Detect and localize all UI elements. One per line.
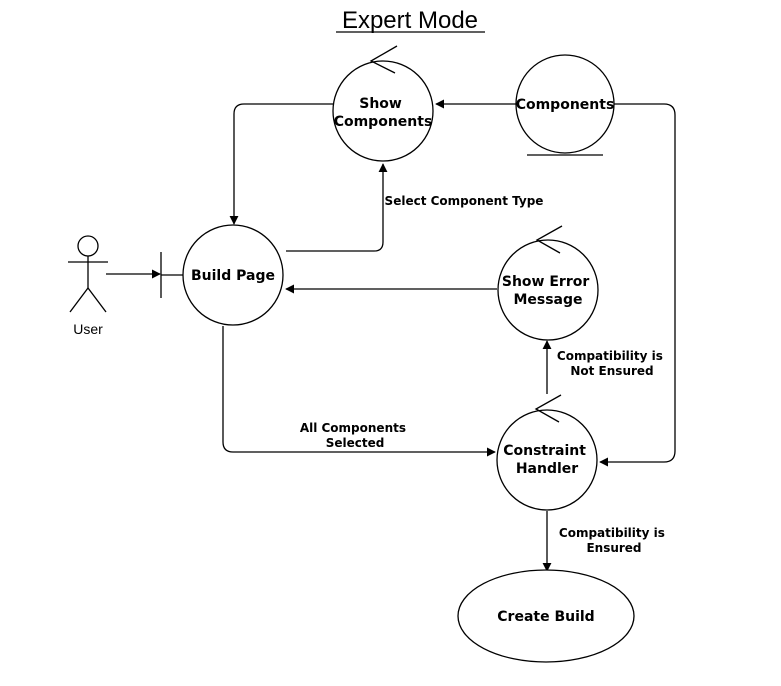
user-actor-icon bbox=[68, 235, 108, 313]
actor-label-user: User bbox=[73, 321, 103, 337]
node-label-line: Components bbox=[516, 97, 615, 113]
edge-show-components-to-build-page bbox=[229, 103, 334, 225]
node-label-line: Components bbox=[334, 114, 433, 130]
control-arrow-icon bbox=[535, 225, 563, 254]
edge-label-select-component-type: Select Component Type bbox=[385, 194, 544, 208]
edge-build-page-to-constraint-handler bbox=[222, 326, 496, 457]
node-constraint-handler: Constraint Handler bbox=[496, 394, 598, 511]
node-show-error-message: Show Error Message bbox=[497, 225, 599, 341]
node-create-build: Create Build bbox=[457, 569, 635, 663]
diagram-title: Expert Mode bbox=[342, 7, 478, 34]
edge-components-to-constraint-handler bbox=[599, 103, 676, 467]
edge-label-line: Ensured bbox=[586, 541, 641, 555]
edge-label-compatibility-ensured: Compatibility is Ensured bbox=[559, 526, 669, 555]
node-label-line: Handler bbox=[516, 461, 578, 477]
svg-text:Show Error Message: Show Error Message bbox=[502, 274, 594, 308]
svg-text:Constraint Handler: Constraint Handler bbox=[503, 443, 591, 477]
edge-label-line: Compatibility is bbox=[559, 526, 665, 540]
node-build-page: Build Page bbox=[160, 224, 284, 326]
edge-label-line: Selected bbox=[326, 436, 385, 450]
node-label-line: Create Build bbox=[497, 609, 594, 625]
edge-label-line: Compatibility is bbox=[557, 349, 663, 363]
node-components: Components bbox=[515, 54, 615, 156]
node-label-line: Show Error bbox=[502, 274, 589, 290]
svg-text:Show Components: Show Components bbox=[334, 96, 433, 130]
node-label-line: Show bbox=[359, 96, 402, 112]
edge-label-line: All Components bbox=[300, 421, 406, 435]
edge-build-page-to-show-components bbox=[286, 163, 388, 252]
control-arrow-icon bbox=[534, 394, 562, 423]
node-label-line: Constraint bbox=[503, 443, 586, 459]
control-arrow-icon bbox=[369, 45, 398, 74]
edges bbox=[106, 99, 676, 572]
node-label-line: Message bbox=[513, 292, 582, 308]
node-show-components: Show Components bbox=[332, 45, 434, 162]
node-label-line: Build Page bbox=[191, 268, 275, 284]
edge-label-compatibility-not-ensured: Compatibility is Not Ensured bbox=[557, 349, 667, 378]
edge-label-all-components-selected: All Components Selected bbox=[300, 421, 410, 450]
edge-label-line: Not Ensured bbox=[570, 364, 653, 378]
